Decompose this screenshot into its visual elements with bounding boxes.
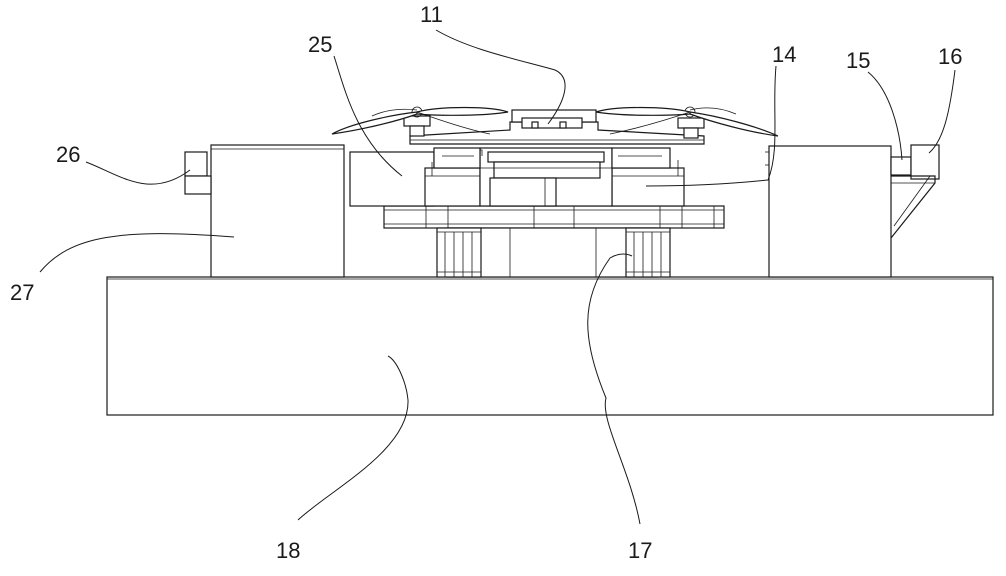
center-mechanism [433,147,671,207]
right-cabinet [765,145,892,278]
left-slider-block [349,151,481,207]
label-16: 16 [938,44,962,69]
label-27: 27 [10,280,34,305]
left-leg [436,227,482,278]
right-drive-assembly [890,144,940,239]
base-platform [106,276,994,416]
leader-lines [39,29,956,525]
label-14: 14 [772,42,796,67]
label-25: 25 [308,32,332,57]
label-18: 18 [276,538,300,563]
label-11: 11 [420,2,443,27]
label-17: 17 [628,538,652,563]
label-15: 15 [846,48,870,73]
reference-labels: 11 25 14 15 16 26 27 18 17 [10,2,962,563]
support-table [383,205,725,278]
label-26: 26 [56,142,80,167]
drone [331,106,779,145]
left-cabinet [210,144,345,278]
left-motor-box [184,151,212,195]
right-leg [625,227,671,278]
